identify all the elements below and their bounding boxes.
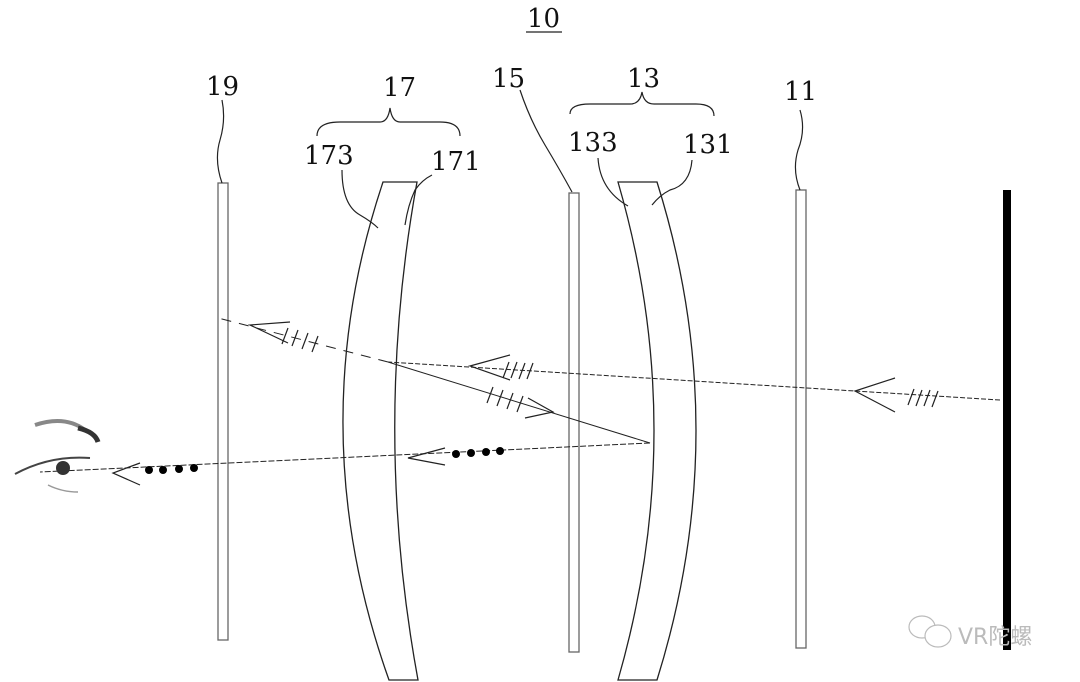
label-13: 13 bbox=[627, 64, 660, 94]
label-17: 17 bbox=[383, 73, 416, 103]
display-panel bbox=[1003, 190, 1011, 650]
ray-arrows bbox=[111, 321, 939, 486]
lens-13 bbox=[617, 181, 697, 681]
plate-19 bbox=[217, 182, 229, 641]
watermark-text: VR陀螺 bbox=[958, 625, 1032, 650]
label-11: 11 bbox=[784, 77, 817, 107]
leader-lines bbox=[216, 89, 804, 229]
plate-15 bbox=[568, 192, 580, 653]
label-133: 133 bbox=[568, 128, 618, 158]
lens-17 bbox=[342, 181, 419, 681]
label-171: 171 bbox=[431, 147, 481, 177]
watermark: VR陀螺 bbox=[908, 615, 1032, 650]
label-131: 131 bbox=[683, 130, 733, 160]
polarization-dots bbox=[145, 447, 504, 474]
label-15: 15 bbox=[492, 64, 525, 94]
label-173: 173 bbox=[304, 141, 354, 171]
plate-11 bbox=[795, 189, 807, 649]
light-rays bbox=[39, 317, 1001, 473]
eye-icon bbox=[14, 419, 101, 493]
label-19: 19 bbox=[206, 72, 239, 102]
figure-number: 10 bbox=[527, 4, 560, 34]
